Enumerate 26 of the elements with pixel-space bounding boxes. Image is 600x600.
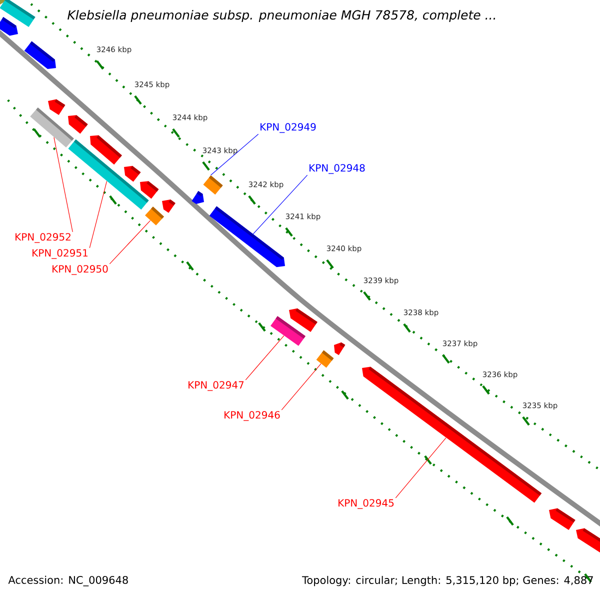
gene-bar [30,108,74,148]
genome-info-text: Topology: circular; Length: 5,315,120 bp; Genes: 4,887 [302,576,593,586]
gene-bar [68,139,149,210]
leader-line [210,134,259,176]
gene-label: KPN_02952 [16,233,70,243]
gene-bar [270,316,306,346]
leader-line [395,437,446,498]
gene-label: KPN_02949 [260,123,316,133]
gene-bar [316,350,334,368]
leader-line [54,137,73,232]
gene-bar [203,175,223,195]
gene-label: KPN_02947 [188,381,244,391]
gene-label: KPN_02950 [52,265,108,275]
gene-label: KPN_02946 [224,411,280,421]
leader-line [109,220,151,264]
leader-line [252,174,308,234]
leader-line [245,335,284,380]
leader-line [89,180,108,248]
gene-label: KPN_02948 [310,164,365,174]
accession-text: Accession: NC_009648 [8,576,128,586]
leader-line [281,363,322,410]
gene-label: KPN_02951 [32,249,88,259]
title: Klebsiella pneumoniae subsp. pneumoniae MGH 78578, complete ... [66,8,498,24]
gene-block [209,206,285,268]
gene-label: KPN_02945 [338,499,394,509]
gene-bar [145,206,164,226]
